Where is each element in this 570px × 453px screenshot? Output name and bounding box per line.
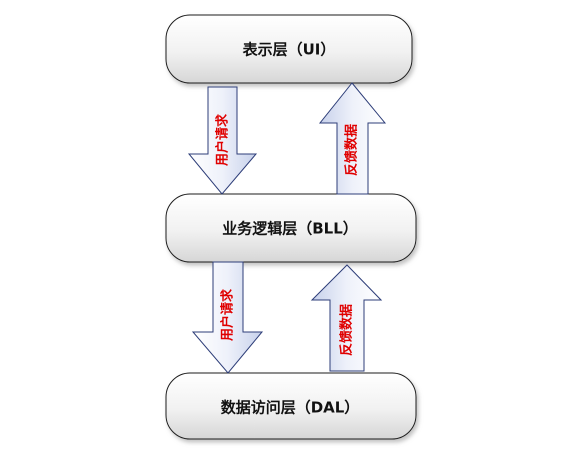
business-layer-label: 业务逻辑层（BLL） <box>222 220 358 238</box>
data-access-layer-box: 数据访问层（DAL） <box>165 372 417 440</box>
data-access-layer-shape <box>165 372 417 440</box>
business-layer-shape <box>165 193 417 263</box>
down-arrow-shape <box>191 261 264 374</box>
up-arrow-shape <box>318 82 387 195</box>
presentation-layer-label: 表示层（UI） <box>243 41 336 59</box>
feedback-arrow-label: 反馈数据 <box>344 124 360 176</box>
data-access-layer-label: 数据访问层（DAL） <box>221 399 360 417</box>
down-arrow-shape <box>187 86 258 195</box>
feedback-arrow-top: 反馈数据 <box>318 82 387 195</box>
up-arrow-shape <box>310 264 383 372</box>
presentation-layer-box: 表示层（UI） <box>165 14 413 84</box>
business-layer-box: 业务逻辑层（BLL） <box>165 193 417 263</box>
request-arrow-top: 用户请求 <box>187 86 258 195</box>
feedback-arrow-label: 反馈数据 <box>339 304 355 356</box>
request-arrow-label: 用户请求 <box>215 113 231 167</box>
feedback-arrow-bottom: 反馈数据 <box>310 264 383 372</box>
request-arrow-label: 用户请求 <box>220 288 236 342</box>
presentation-layer-shape <box>165 14 413 84</box>
request-arrow-bottom: 用户请求 <box>191 261 264 374</box>
